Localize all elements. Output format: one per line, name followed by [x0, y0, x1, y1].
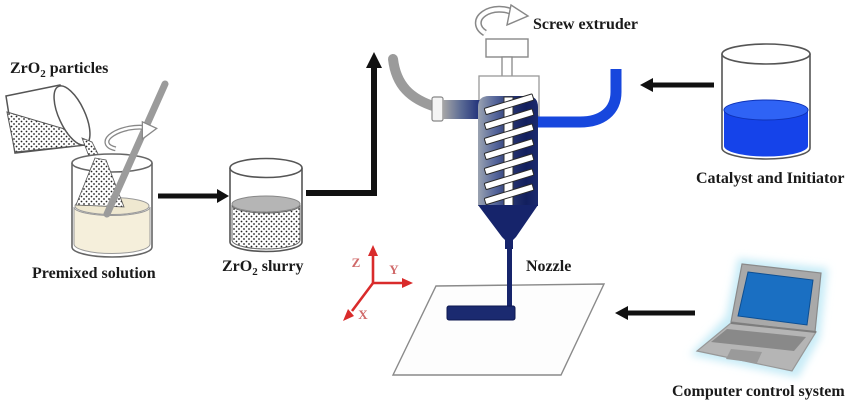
- motor-block: [485, 38, 529, 58]
- flow-arrow-premixed-to-slurry: [158, 189, 229, 203]
- premixed-liquid: [73, 206, 151, 254]
- zro2-particles-label: ZrO2 particles: [10, 60, 108, 80]
- build-platform: [391, 283, 606, 376]
- beaker-rim: [721, 43, 811, 65]
- catalyst-initiator-beaker: [721, 43, 811, 160]
- printed-line: [446, 305, 516, 321]
- stir-rod: [103, 80, 169, 218]
- catalyst-liquid-surface: [723, 99, 809, 121]
- computer-control-label: Computer control system: [672, 383, 845, 400]
- slurry-feed-tube: [388, 54, 441, 112]
- zro2-particles-cup: [5, 84, 107, 173]
- stir-rotation-icon: [104, 120, 158, 152]
- coordinate-axes: Z Y X: [343, 245, 413, 322]
- y-axis-arrowhead: [402, 278, 413, 288]
- premixed-solution-beaker: [71, 80, 169, 258]
- tube-fitting: [431, 96, 444, 122]
- z-axis-arrowhead: [368, 245, 378, 256]
- nozzle-label: Nozzle: [526, 258, 571, 275]
- computer-control-system: [690, 258, 828, 378]
- beaker-rim: [71, 153, 153, 173]
- flow-arrow-computer-to-platform: [615, 306, 695, 320]
- z-axis-label: Z: [352, 255, 361, 270]
- laptop-screen: [737, 271, 814, 326]
- extruded-filament: [507, 248, 512, 308]
- x-axis-arrowhead: [343, 309, 354, 321]
- laptop-touchpad: [726, 349, 762, 363]
- zro2-slurry-beaker: [229, 157, 303, 253]
- catalyst-initiator-label: Catalyst and Initiator: [696, 170, 844, 187]
- x-axis-label: X: [358, 307, 368, 322]
- laptop-keyboard: [711, 329, 806, 351]
- x-axis: [350, 282, 375, 312]
- zro2-slurry-label: ZrO2 slurry: [222, 258, 304, 278]
- screw-flights: [483, 93, 535, 205]
- slurry-surface: [231, 195, 301, 213]
- flow-arrow-slurry-to-extruder: [306, 52, 382, 196]
- laptop-hinge: [730, 322, 817, 333]
- y-axis-label: Y: [389, 262, 399, 277]
- inlet-duct: [443, 100, 480, 119]
- rotation-arrow-icon: [474, 3, 530, 36]
- slurry-liquid: [231, 204, 301, 250]
- premixed-solution-label: Premixed solution: [32, 265, 156, 282]
- flow-arrow-catalyst-to-extruder: [640, 78, 714, 92]
- beaker-rim: [229, 157, 303, 179]
- screw-extruder: [388, 3, 622, 308]
- catalyst-feed-tube: [538, 69, 622, 128]
- nozzle-cone: [478, 205, 538, 249]
- screw-extruder-label: Screw extruder: [533, 16, 638, 33]
- catalyst-liquid: [724, 110, 808, 157]
